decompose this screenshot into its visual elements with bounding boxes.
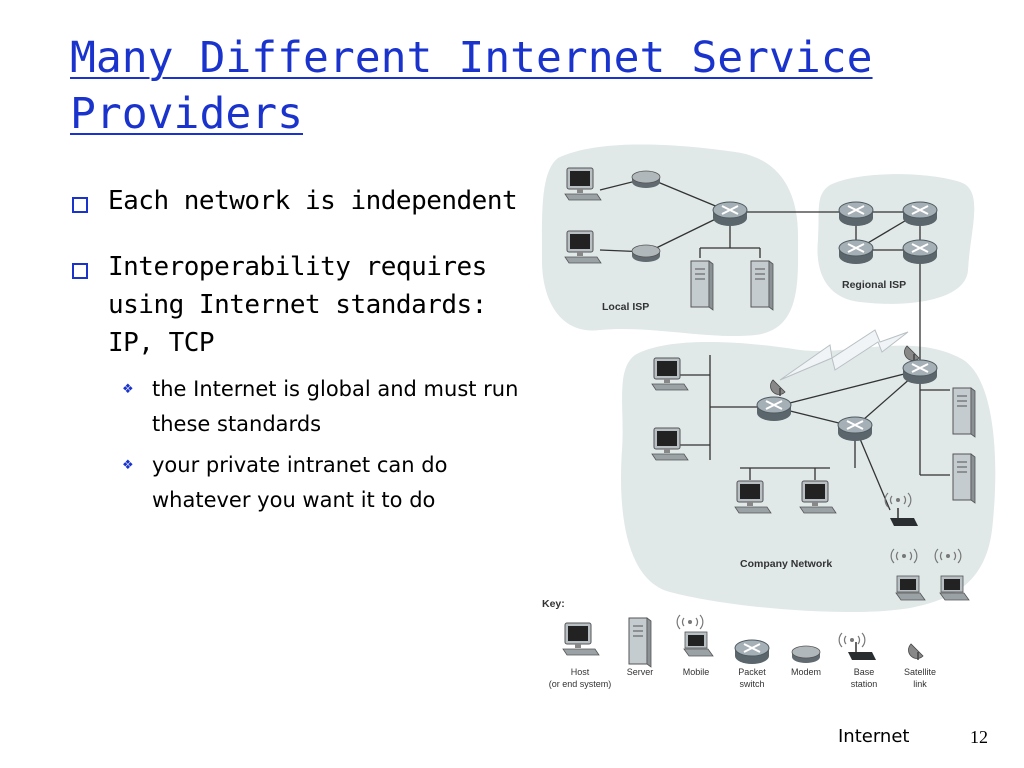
- key-mobile: Mobile: [676, 614, 714, 677]
- svg-text:Packet: Packet: [738, 667, 766, 677]
- svg-text:Host: Host: [571, 667, 590, 677]
- packet-switch-icon: [838, 201, 874, 227]
- modem-icon: [631, 244, 661, 263]
- network-diagram: Local ISP Regional ISP Company Network K…: [541, 144, 996, 689]
- key-packet-switch: Packet switch: [734, 639, 770, 689]
- regional-isp-label: Regional ISP: [842, 279, 906, 291]
- key-satellite-link: Satellite link: [904, 643, 936, 689]
- square-bullet-icon: [72, 263, 88, 279]
- key-label: Key:: [542, 598, 565, 610]
- diamond-bullet-icon: ❖: [122, 382, 134, 397]
- sub-bullet-text: your private intranet can do whatever yo…: [152, 453, 448, 512]
- local-isp-label: Local ISP: [602, 301, 649, 313]
- sub-bullet-item: ❖ the Internet is global and must run th…: [108, 372, 540, 442]
- page-number: 12: [970, 727, 988, 747]
- satellite-link-bolt: [779, 329, 909, 381]
- packet-switch-icon: [838, 239, 874, 265]
- packet-switch-icon: [902, 201, 938, 227]
- key-modem: Modem: [791, 645, 821, 677]
- bullet-list: Each network is independent Interoperabi…: [70, 182, 540, 546]
- footer-label: Internet: [838, 726, 910, 747]
- sub-bullet-item: ❖ your private intranet can do whatever …: [108, 448, 540, 518]
- svg-text:(or end system): (or end system): [549, 679, 612, 689]
- square-bullet-icon: [72, 197, 88, 213]
- server-icon: [690, 260, 714, 311]
- key-base-station: Base station: [838, 632, 878, 689]
- packet-switch-icon: [902, 239, 938, 265]
- svg-text:switch: switch: [739, 679, 764, 689]
- company-network-cloud: [621, 341, 996, 613]
- local-isp-cloud: [541, 144, 799, 337]
- svg-text:link: link: [913, 679, 927, 689]
- diamond-bullet-icon: ❖: [122, 458, 134, 473]
- server-icon: [750, 260, 774, 311]
- bullet-text: Each network is independent: [108, 186, 518, 216]
- slide-title: Many Different Internet Service Provider…: [70, 33, 873, 139]
- company-network-label: Company Network: [740, 558, 832, 570]
- svg-text:Satellite: Satellite: [904, 667, 936, 677]
- bullet-item: Each network is independent: [70, 182, 540, 220]
- packet-switch-icon: [837, 416, 873, 442]
- packet-switch-icon: [756, 396, 792, 422]
- svg-text:station: station: [851, 679, 878, 689]
- svg-text:Mobile: Mobile: [683, 667, 710, 677]
- svg-text:Base: Base: [854, 667, 875, 677]
- packet-switch-icon: [902, 359, 938, 385]
- svg-text:Server: Server: [627, 667, 654, 677]
- bullet-text: Interoperability requires using Internet…: [108, 252, 487, 358]
- modem-icon: [631, 170, 661, 189]
- sub-bullet-list: ❖ the Internet is global and must run th…: [108, 372, 540, 518]
- sub-bullet-text: the Internet is global and must run thes…: [152, 377, 519, 436]
- packet-switch-icon: [712, 201, 748, 227]
- svg-text:Modem: Modem: [791, 667, 821, 677]
- server-icon: [952, 453, 976, 504]
- server-icon: [952, 387, 976, 438]
- key-host: Host (or end system): [549, 622, 612, 689]
- key-server: Server: [627, 617, 654, 677]
- bullet-item: Interoperability requires using Internet…: [70, 248, 540, 518]
